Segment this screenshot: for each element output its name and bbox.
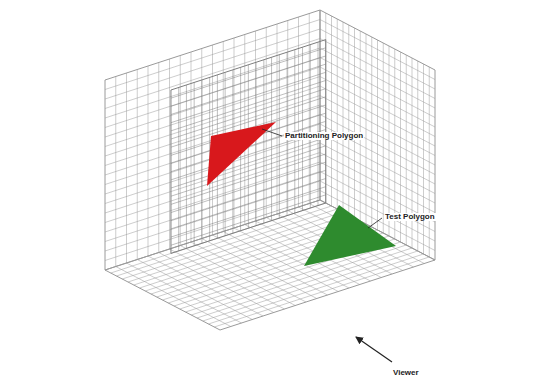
grid-line bbox=[171, 40, 326, 90]
grid-line bbox=[325, 13, 326, 203]
grid-line bbox=[429, 67, 430, 257]
grid-line bbox=[116, 267, 231, 327]
leader-line bbox=[368, 218, 382, 228]
grid-line bbox=[423, 64, 424, 254]
grid-line bbox=[105, 29, 320, 99]
label: Test Polygon bbox=[384, 213, 436, 221]
grid-line bbox=[178, 87, 179, 250]
grid-line bbox=[170, 90, 171, 253]
leader-line bbox=[262, 129, 282, 136]
grid-line bbox=[127, 263, 242, 323]
grid-line bbox=[186, 85, 187, 248]
test-polygon bbox=[304, 205, 396, 266]
grid-line bbox=[209, 254, 424, 324]
grid-line bbox=[320, 10, 435, 70]
label: Partitioning Polygon bbox=[284, 132, 364, 140]
floor-grid bbox=[105, 200, 435, 330]
grid-line bbox=[320, 39, 435, 99]
grid-line bbox=[320, 20, 435, 80]
grid-line bbox=[171, 48, 326, 98]
grid-line bbox=[115, 77, 116, 267]
grid-line bbox=[220, 260, 435, 330]
left-wall-grid bbox=[105, 10, 320, 270]
grid-line bbox=[105, 80, 106, 270]
viewer-arrow bbox=[356, 337, 392, 362]
grid-line bbox=[320, 29, 435, 89]
partitioning-polygon bbox=[207, 122, 276, 186]
grid-line bbox=[105, 10, 320, 80]
grid-line bbox=[126, 73, 127, 263]
grid-line bbox=[435, 70, 436, 260]
grid-line bbox=[105, 39, 320, 109]
partition-plane-grid bbox=[171, 40, 326, 254]
label: Viewer bbox=[392, 369, 420, 377]
grid-line bbox=[105, 270, 220, 330]
grid-line bbox=[171, 56, 326, 106]
grid-line bbox=[171, 64, 326, 114]
grid-line bbox=[105, 20, 320, 90]
grid-line bbox=[214, 257, 429, 327]
grid-walls bbox=[105, 10, 435, 330]
